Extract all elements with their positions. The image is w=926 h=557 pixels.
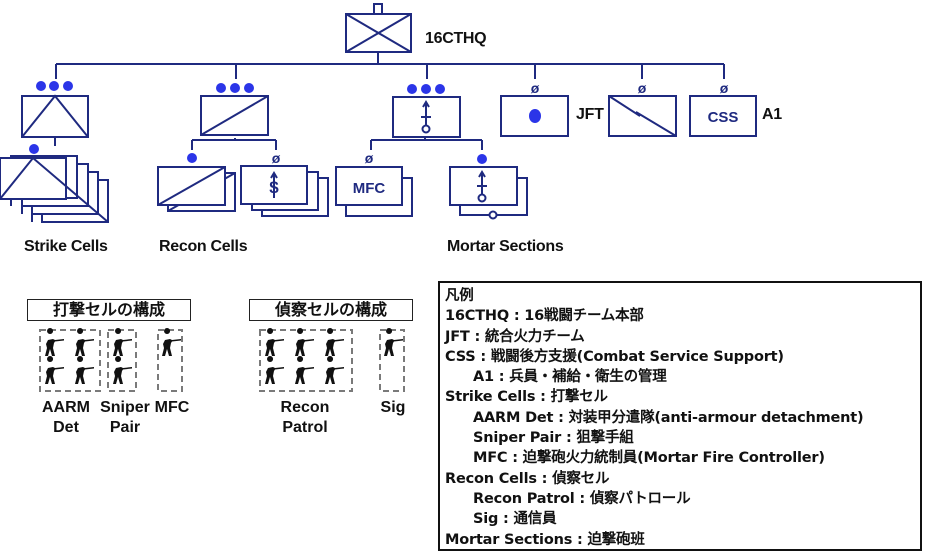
legend-row: 16CTHQ : 16戦闘チーム本部 <box>445 308 644 325</box>
legend-row: Mortar Sections : 迫撃砲班 <box>445 531 645 548</box>
sniper-pair-label: Sniper Pair <box>98 398 152 438</box>
label-line: Sniper <box>100 399 150 416</box>
sig-label: Sig <box>376 398 410 418</box>
soldier-icon <box>325 328 344 356</box>
aarm-det-label: AARM Det <box>36 398 96 438</box>
crew-marker: ø <box>720 80 729 96</box>
recon-composition-title: 偵察セルの構成 <box>249 299 413 321</box>
legend-row: A1 : 兵員・補給・衛生の管理 <box>473 369 667 386</box>
soldier-icon <box>75 356 94 384</box>
label-line: Pair <box>109 419 141 436</box>
recon-squad-stack <box>157 166 236 212</box>
echelon-dot <box>36 81 46 91</box>
mfc-box <box>157 329 183 392</box>
soldier-icon <box>265 328 284 356</box>
aarm-det-box <box>39 329 101 392</box>
crew-marker: ø <box>638 80 647 96</box>
strike-cells-stack <box>0 155 109 223</box>
recon-company-symbol <box>200 95 269 136</box>
jft-dot-icon <box>529 109 541 123</box>
soldier-icon <box>162 328 181 356</box>
mortar-company-symbol <box>392 96 461 138</box>
echelon-dot <box>29 144 39 154</box>
strike-cells-caption: Strike Cells <box>24 238 108 255</box>
signal-unit-symbol <box>608 95 677 137</box>
echelon-dots <box>29 81 541 164</box>
echelon-dot <box>421 84 431 94</box>
mfc-label: MFC <box>150 398 194 418</box>
soldier-icon <box>295 356 314 384</box>
hq-unit-symbol <box>345 3 412 53</box>
echelon-dot <box>244 83 254 93</box>
soldier-icon <box>75 328 94 356</box>
label-line: Det <box>53 419 79 436</box>
legend-row: Recon Cells : 偵察セル <box>445 470 610 487</box>
composition-boxes <box>39 329 405 392</box>
jft-label: JFT <box>576 106 604 123</box>
echelon-dot <box>63 81 73 91</box>
soldier-icon <box>384 328 403 356</box>
css-unit-symbol <box>689 95 757 137</box>
hq-label: 16CTHQ <box>425 30 487 47</box>
soldier-icon <box>45 328 64 356</box>
strike-composition-title: 打撃セルの構成 <box>27 299 191 321</box>
echelon-dot <box>187 153 197 163</box>
soldier-icon <box>265 356 284 384</box>
crew-marker: ø <box>365 150 374 166</box>
hierarchy-lines <box>54 52 725 150</box>
legend-row: Sig : 通信員 <box>473 511 557 528</box>
legend-row: Strike Cells : 打撃セル <box>445 389 608 406</box>
legend-row: Recon Patrol : 偵察パトロール <box>473 490 691 507</box>
mortar-sections-caption: Mortar Sections <box>447 238 564 255</box>
css-inner-text: CSS <box>708 109 739 126</box>
recon-cells-caption: Recon Cells <box>159 238 248 255</box>
dollar-icon: $ <box>269 178 279 197</box>
label-line: MFC <box>154 399 190 416</box>
echelon-dot <box>435 84 445 94</box>
echelon-dot <box>230 83 240 93</box>
recon-patrol-box <box>259 329 353 392</box>
mfc-stack <box>335 166 413 217</box>
crew-marker: ø <box>272 150 281 166</box>
crew-marker: ø <box>531 80 540 96</box>
sig-box <box>379 329 405 392</box>
recon-patrol-label: Recon Patrol <box>270 398 340 438</box>
strike-company-symbol <box>21 94 89 138</box>
label-line: AARM <box>42 399 90 416</box>
recon-signal-stack <box>240 165 329 217</box>
soldier-icon <box>325 356 344 384</box>
legend-rows: 16CTHQ : 16戦闘チーム本部 JFT : 統合火力チーム CSS : 戦闘後… <box>445 306 920 550</box>
label-line: Recon <box>280 399 330 416</box>
echelon-dot <box>477 154 487 164</box>
echelon-dot <box>407 84 417 94</box>
legend-title: 凡例 <box>445 288 474 304</box>
echelon-dot <box>49 81 59 91</box>
soldier-icon <box>113 328 132 356</box>
soldier-figures <box>45 328 403 384</box>
legend-row: JFT : 統合火力チーム <box>445 328 585 345</box>
jft-unit-symbol <box>500 95 569 137</box>
soldier-icon <box>295 328 314 356</box>
label-line: Sig <box>380 399 406 416</box>
legend-row: MFC : 迫撃砲火力統制員(Mortar Fire Controller) <box>473 450 825 467</box>
soldier-icon <box>45 356 64 384</box>
sniper-pair-box <box>107 329 137 392</box>
soldier-icon <box>113 356 132 384</box>
mortar-section-stack <box>449 166 528 220</box>
legend-row: CSS : 戦闘後方支援(Combat Service Support) <box>445 348 784 365</box>
legend-box: 凡例 16CTHQ : 16戦闘チーム本部 JFT : 統合火力チーム CSS : … <box>438 281 922 551</box>
a1-label: A1 <box>762 106 782 123</box>
legend-row: Sniper Pair : 狙撃手組 <box>473 430 634 447</box>
legend-row: AARM Det : 対装甲分遣隊(anti-armour detachment… <box>473 409 864 426</box>
label-line: Patrol <box>282 419 328 436</box>
echelon-dot <box>216 83 226 93</box>
mfc-inner-text: MFC <box>353 180 386 197</box>
